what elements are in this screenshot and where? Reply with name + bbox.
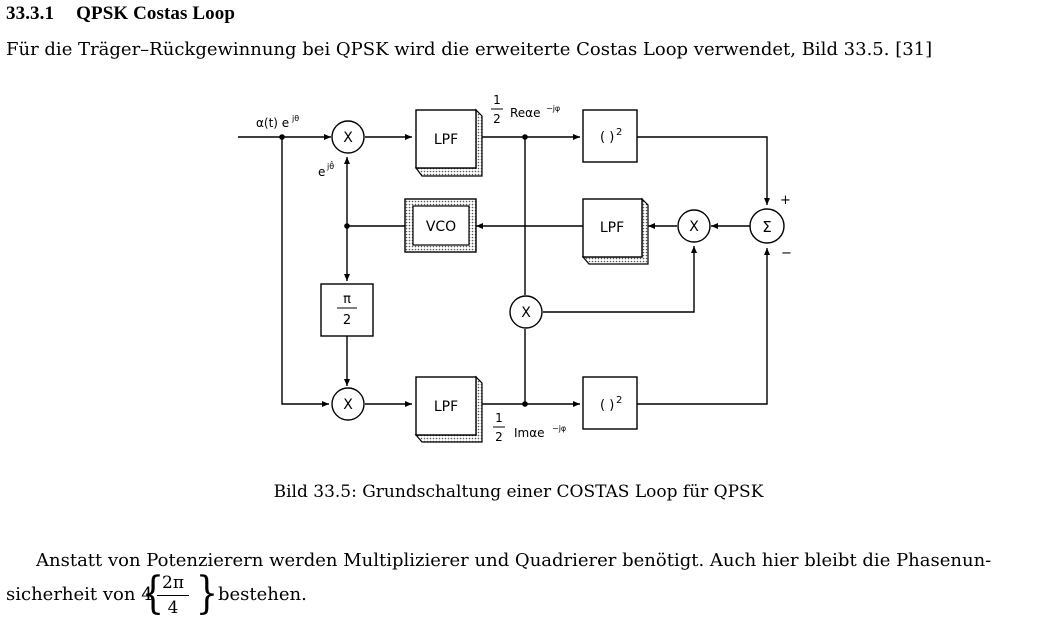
vco-block: VCO <box>404 198 477 253</box>
summer <box>749 208 785 244</box>
cross-multiplier-symbol: X <box>521 305 531 321</box>
bottom-multiplier <box>331 387 365 421</box>
junction-dot <box>522 134 528 140</box>
intro-paragraph: Für die Träger–Rückgewinnung bei QPSK wi… <box>6 39 933 60</box>
phase-shift-numerator: π <box>343 292 351 307</box>
section-heading: 33.3.1 QPSK Costas Loop <box>6 3 235 25</box>
top-square-to-sum <box>637 136 770 205</box>
top-squarer-exp: 2 <box>616 127 622 138</box>
paragraph-line-2: sicherheit von 4 { 2π 4 } bestehen. <box>6 568 1026 620</box>
top-branch-exp: −jφ <box>546 104 560 113</box>
top-multiplier-symbol: X <box>343 130 353 146</box>
costas-loop-figure: X X X X Σ + − LPF LPF LPF <box>0 80 1037 480</box>
junction-dot <box>522 401 528 407</box>
top-multiplier <box>331 120 365 154</box>
bottom-half-numerator: 1 <box>495 411 503 425</box>
bottom-branch-exp: −jφ <box>552 424 566 433</box>
bottom-squarer-exp: 2 <box>616 395 622 406</box>
plus-sign: + <box>780 193 791 208</box>
figure-caption: Bild 33.5: Grundschaltung einer COSTAS L… <box>273 482 764 502</box>
phase-shift-denominator: 2 <box>343 313 351 328</box>
input-signal-exp: jθ <box>291 114 299 123</box>
top-branch-label: Reαe <box>510 106 540 120</box>
bottom-squarer-block: ( ) 2 <box>582 376 638 430</box>
top-half-denominator: 2 <box>493 112 501 126</box>
input-branch-line <box>281 137 329 407</box>
brace-close: } <box>195 568 219 619</box>
fraction-denominator: 4 <box>167 598 179 618</box>
top-squarer-label: ( ) <box>600 130 614 145</box>
minus-sign: − <box>781 246 792 261</box>
loop-multiplier-symbol: X <box>689 219 699 235</box>
bottom-half-denominator: 2 <box>495 430 503 444</box>
bottom-lpf-block: LPF <box>414 375 483 443</box>
feedback-exp: jθ̂ <box>326 160 334 171</box>
costas-loop-diagram: X X X X Σ + − LPF LPF LPF <box>238 93 792 444</box>
cross-mixer-to-mixer <box>543 246 697 313</box>
brace-open: { <box>141 568 165 619</box>
paragraph-line-2-start: sicherheit von 4 <box>6 584 153 605</box>
top-lpf-label: LPF <box>434 132 458 148</box>
fraction-numerator: 2π <box>162 573 184 593</box>
paragraph-line-1: Anstatt von Potenzierern werden Multipli… <box>36 550 992 571</box>
loop-lpf-block: LPF <box>581 197 649 265</box>
section-title: QPSK Costas Loop <box>76 3 236 24</box>
junction-dot <box>279 134 285 140</box>
bottom-square-to-sum <box>637 248 770 405</box>
phase-shift-block: π 2 <box>320 283 374 337</box>
fraction: 2π 4 <box>155 572 191 619</box>
paragraph-line-2-end: bestehen. <box>218 584 307 605</box>
summer-symbol: Σ <box>762 218 771 236</box>
bottom-branch-label: Imαe <box>514 426 545 440</box>
loop-lpf-label: LPF <box>600 220 624 236</box>
top-squarer-block: ( ) 2 <box>582 109 638 163</box>
bottom-multiplier-symbol: X <box>343 397 353 413</box>
loop-multiplier <box>677 209 711 243</box>
input-signal-label: α(t) e <box>256 116 289 130</box>
feedback-label: e <box>318 165 325 179</box>
bottom-lpf-label: LPF <box>434 399 458 415</box>
cross-multiplier <box>509 295 543 329</box>
top-lpf-block: LPF <box>414 108 483 177</box>
section-number: 33.3.1 <box>6 3 55 24</box>
formula-fraction: { 2π 4 } <box>139 568 219 620</box>
junction-dot <box>344 223 350 229</box>
top-half-numerator: 1 <box>493 93 501 107</box>
vco-label: VCO <box>426 219 456 235</box>
bottom-squarer-label: ( ) <box>600 398 614 413</box>
